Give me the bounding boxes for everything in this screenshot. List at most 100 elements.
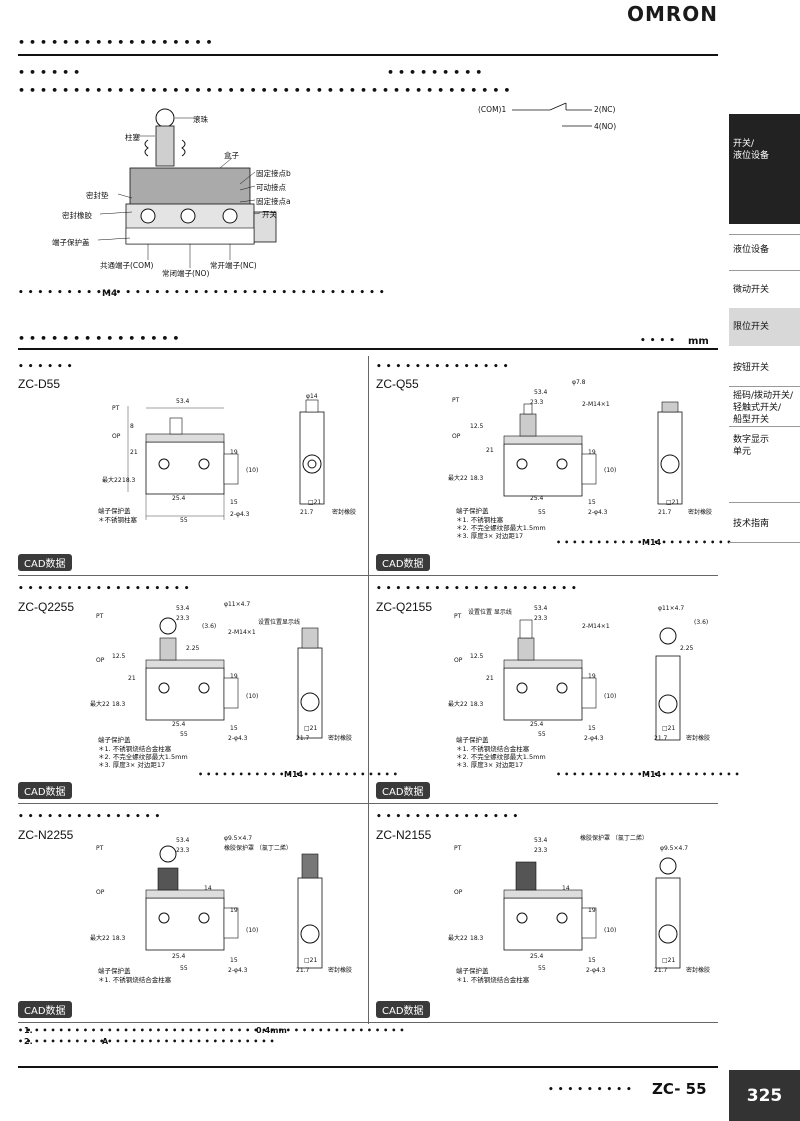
- panel-note-4: ＊3. 厚度3× 对边距17: [98, 761, 166, 769]
- grid-row-divider-1: [18, 575, 718, 576]
- sidebar-item-rotary-switch[interactable]: 摇码/拨动开关/ 轻触式开关/ 船型开关: [733, 391, 794, 425]
- label-terminal-cover: 端子保护盖: [52, 238, 90, 247]
- dim-seal: 密封橡胶: [686, 966, 710, 974]
- panel-note-2: ＊1. 不锈钢烧结合金柱塞: [98, 745, 172, 753]
- dim-seal: 密封橡胶: [688, 508, 712, 516]
- cad-data-button[interactable]: CAD数据: [376, 782, 430, 799]
- dim-18-3: 18.3: [112, 701, 126, 708]
- sidebar-item-tech-guide[interactable]: 技术指南: [733, 519, 770, 529]
- dim-10: (10): [246, 927, 258, 934]
- dim-roller: φ11×4.7: [658, 605, 684, 612]
- sidebar-item-level[interactable]: 液位设备: [733, 245, 770, 255]
- label-fixed-a: 固定接点a: [256, 197, 291, 206]
- cad-data-button[interactable]: CAD数据: [376, 1001, 430, 1018]
- label-movable: 可动接点: [256, 183, 286, 192]
- top-rule: [18, 54, 718, 56]
- dim-max22: 最大22: [448, 474, 468, 482]
- dim-phi14: φ14: [306, 393, 318, 400]
- panel-note-1: 端子保护盖: [456, 507, 489, 515]
- dim-pt: PT: [112, 405, 120, 412]
- panel-note-1: 端子保护盖: [98, 967, 131, 975]
- note-m4: M4: [102, 289, 118, 299]
- dim-10: (10): [246, 693, 258, 700]
- sidebar-item-limit-switch[interactable]: 限位开关: [729, 308, 800, 346]
- label-roller: 滚珠: [193, 115, 208, 124]
- panel-model-title: ZC-D55: [18, 377, 61, 391]
- cad-data-button[interactable]: CAD数据: [18, 554, 72, 571]
- sidebar-item-digital-display[interactable]: 数字显示 单元: [733, 435, 770, 457]
- sidebar-item-switch-level[interactable]: 开关/ 液位设备: [729, 114, 800, 224]
- panel-footnote-m14: M14: [642, 538, 662, 547]
- panel-drawing: 53.4 23.3 φ9.5×4.7 橡胶保护罩 （氯丁二烯） PT OP 14…: [90, 835, 352, 974]
- structure-drawing: [97, 108, 277, 268]
- dim-max22: 最大22: [90, 934, 110, 942]
- sidebar-item-micro-switch[interactable]: 微动开关: [733, 285, 770, 295]
- dimensions-heading-dots: •••••••••••••••: [18, 332, 184, 345]
- dim-pt: PT: [96, 613, 104, 620]
- dim-12-5: 12.5: [112, 653, 126, 660]
- dim-op: OP: [96, 889, 105, 896]
- dim-seal: 密封橡胶: [332, 508, 356, 516]
- dim-18-3: 18.3: [470, 701, 484, 708]
- label-fixed-b: 固定接点b: [256, 169, 291, 178]
- dim-55: 55: [538, 731, 546, 738]
- dim-rubber-phi: φ9.5×4.7: [660, 845, 688, 852]
- cad-data-button[interactable]: CAD数据: [376, 554, 430, 571]
- cad-data-button[interactable]: CAD数据: [18, 1001, 72, 1018]
- dim-op: OP: [454, 889, 463, 896]
- dim-53-4: 53.4: [534, 389, 548, 396]
- panel-drawing: 53.4 23.3 设置位置 显示线 2-M14×1 φ11×4.7 (3.6)…: [448, 605, 710, 742]
- panel-footnote-dots: ••••••••••••••••••••••: [556, 538, 735, 547]
- panel-heading-dots: ••••••: [18, 362, 77, 372]
- panel-note-3: ＊2. 不完全螺纹部最大1.5mm: [456, 753, 546, 761]
- dim-23-3: 23.3: [534, 615, 548, 622]
- panel-note-2: ＊1. 不锈钢烧结合金柱塞: [456, 976, 530, 984]
- panel-note-3: ＊2. 不完全螺纹部最大1.5mm: [98, 753, 188, 761]
- dim-19: 19: [230, 449, 238, 456]
- panel-heading-dots: •••••••••••••••••••••: [376, 584, 581, 594]
- dim-sq21: □21: [304, 725, 317, 732]
- dim-op: OP: [454, 657, 463, 664]
- section-heading-dots: ••••••••••••••••••: [18, 36, 217, 49]
- panel-note-1: 端子保护盖: [98, 736, 131, 744]
- dim-pt: PT: [454, 613, 462, 620]
- dim-18-3: 18.3: [470, 475, 484, 482]
- dim-setpos: 设置位置显示线: [258, 618, 300, 626]
- panel-note-2: ＊1. 不锈钢烧结合金柱塞: [456, 745, 530, 753]
- cad-data-button[interactable]: CAD数据: [18, 782, 72, 799]
- panel-model-title: ZC-Q55: [376, 377, 419, 391]
- dim-23-3: 23.3: [530, 399, 544, 406]
- dim-hole: 2-φ4.3: [586, 967, 606, 974]
- dim-53-4: 53.4: [176, 398, 190, 405]
- dim-op: OP: [452, 433, 461, 440]
- dim-seal: 密封橡胶: [328, 734, 352, 742]
- panel-drawing: 53.4 PT OP 8 21 19 (10) 最大22 18.3 25.4 5…: [102, 393, 356, 524]
- dim-hole: 2-φ4.3: [588, 509, 608, 516]
- label-plunger: 柱塞: [125, 133, 140, 142]
- dim-21: 21: [130, 449, 138, 456]
- panel-note-4: ＊3. 厚度3× 对边距17: [456, 761, 524, 769]
- dim-21: 21: [128, 675, 136, 682]
- bottom-note-1-dots: ••••••••••••••••••••••••••••••••••••••••…: [18, 1026, 408, 1035]
- dim-max22: 最大22: [448, 700, 468, 708]
- dim-sq21: □21: [662, 957, 675, 964]
- page-number: 325: [729, 1070, 800, 1121]
- dim-m14: 2-M14×1: [582, 623, 610, 630]
- sidebar-item-push-button[interactable]: 按钮开关: [733, 363, 770, 373]
- omron-logo: OMRON: [626, 2, 718, 26]
- label-seal-rubber: 密封橡胶: [62, 211, 92, 220]
- dim-55: 55: [180, 517, 188, 524]
- dim-10: (10): [604, 927, 616, 934]
- footer-model: ZC- 55: [652, 1080, 707, 1098]
- dim-55: 55: [538, 965, 546, 972]
- dim-15: 15: [230, 957, 238, 964]
- panel-footnote-m14: M14: [284, 770, 304, 779]
- bottom-note-2-dots: ••••••••••••••••••••••••••••••••: [18, 1037, 278, 1046]
- dim-phi78: φ7.8: [572, 379, 586, 386]
- dim-max22: 最大22: [90, 700, 110, 708]
- dim-10: (10): [604, 467, 616, 474]
- dim-10: (10): [604, 693, 616, 700]
- dim-53-4: 53.4: [534, 837, 548, 844]
- label-no-terminal: 常闭端子(NO): [162, 269, 210, 278]
- dim-55: 55: [538, 509, 546, 516]
